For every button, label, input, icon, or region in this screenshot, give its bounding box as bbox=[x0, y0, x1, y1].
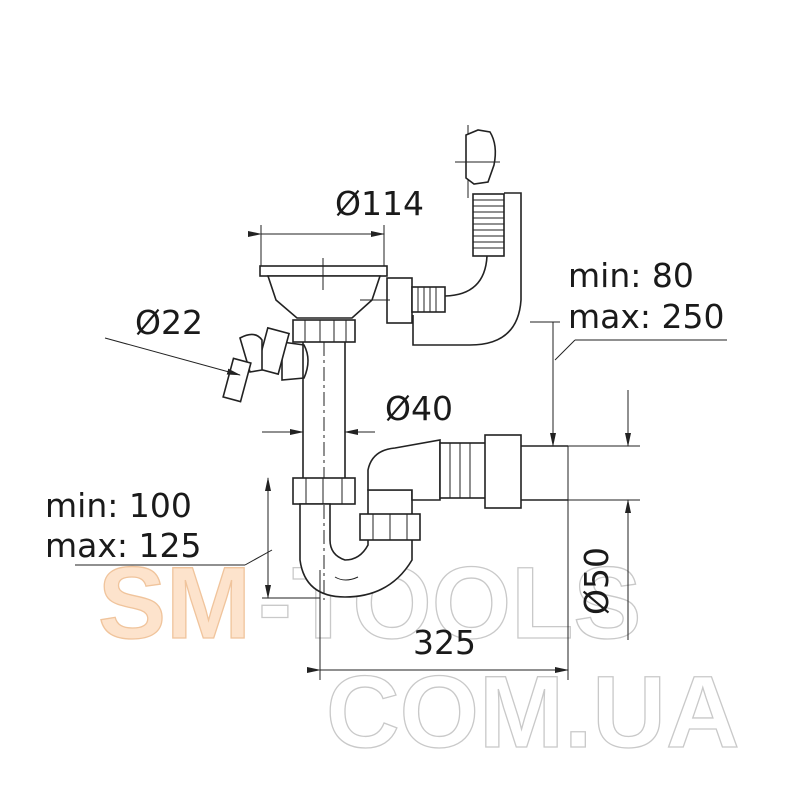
watermark-com-ua: COM.UA bbox=[326, 655, 740, 769]
label-outlet-height-max: max: 250 bbox=[568, 297, 725, 336]
label-pipe-diameter: Ø40 bbox=[385, 389, 453, 428]
label-outlet-height-min: min: 80 bbox=[568, 256, 694, 295]
label-trap-height-min: min: 100 bbox=[45, 486, 192, 525]
washer-connector bbox=[222, 326, 309, 403]
label-drain-diameter: Ø114 bbox=[335, 184, 424, 223]
drain-basket bbox=[259, 258, 390, 343]
label-inlet-diameter: Ø22 bbox=[135, 303, 203, 342]
overflow-assembly bbox=[386, 125, 522, 346]
label-outlet-diameter: Ø50 bbox=[577, 547, 616, 615]
dimension-lines bbox=[75, 225, 727, 680]
label-width: 325 bbox=[413, 623, 476, 662]
label-trap-height-max: max: 125 bbox=[45, 526, 202, 565]
trap bbox=[299, 434, 568, 600]
vertical-pipe bbox=[292, 342, 356, 505]
